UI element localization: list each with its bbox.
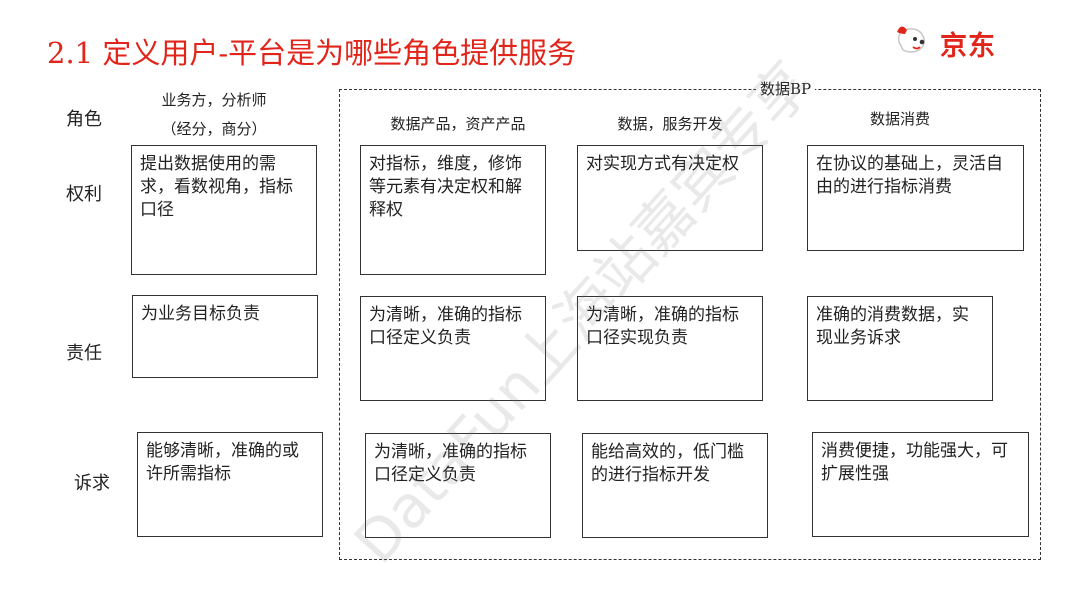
col-header-dev: 数据，服务开发 (617, 115, 723, 133)
cell-demand-product: 为清晰，准确的指标口径定义负责 (365, 433, 551, 538)
jd-logo: 京东 (893, 20, 1023, 66)
jd-dog-mascot-icon (897, 26, 926, 53)
cell-demand-business: 能够清晰，准确的或许所需指标 (137, 432, 323, 537)
row-label-rights: 权利 (66, 184, 102, 205)
row-label-duty: 责任 (66, 343, 102, 364)
cell-rights-consume: 在协议的基础上，灵活自由的进行指标消费 (807, 145, 1024, 251)
data-bp-label: 数据BP (756, 80, 816, 98)
cell-rights-product: 对指标，维度，修饰等元素有决定权和解释权 (360, 145, 546, 275)
cell-duty-product: 为清晰，准确的指标口径定义负责 (360, 296, 546, 401)
col-header-business-line2: （经分，商分） (161, 120, 267, 138)
cell-duty-business: 为业务目标负责 (132, 295, 318, 378)
cell-rights-dev: 对实现方式有决定权 (577, 145, 763, 251)
page-title: 2.1 定义用户-平台是为哪些角色提供服务 (47, 36, 577, 70)
row-label-role: 角色 (66, 109, 102, 130)
cell-demand-consume: 消费便捷，功能强大，可扩展性强 (812, 432, 1029, 537)
cell-duty-consume: 准确的消费数据，实现业务诉求 (807, 296, 993, 401)
col-header-product: 数据产品，资产产品 (390, 115, 526, 133)
data-bp-frame (339, 89, 1041, 560)
col-header-consume: 数据消费 (869, 110, 930, 128)
cell-duty-dev: 为清晰，准确的指标口径实现负责 (577, 296, 763, 401)
cell-rights-business: 提出数据使用的需求，看数视角，指标口径 (131, 145, 317, 275)
cell-demand-dev: 能给高效的，低门槛的进行指标开发 (582, 433, 768, 538)
logo-text: 京东 (940, 31, 996, 62)
col-header-business-line1: 业务方，分析师 (161, 91, 267, 109)
row-label-demand: 诉求 (74, 473, 110, 494)
